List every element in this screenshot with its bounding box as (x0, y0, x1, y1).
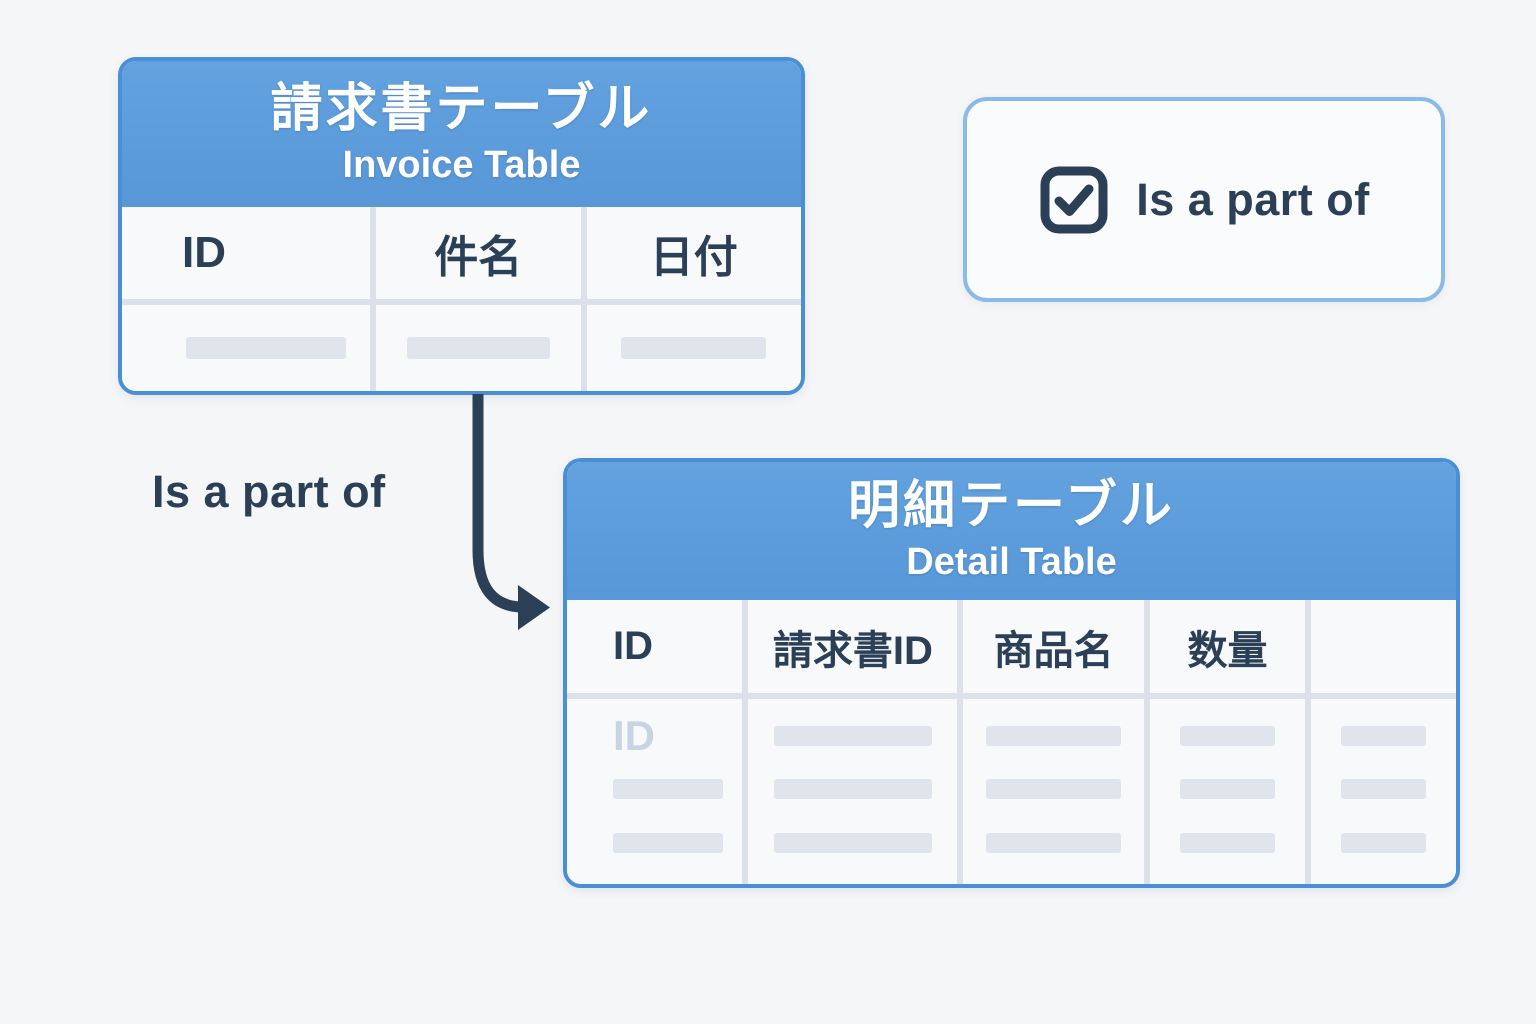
invoice-body-cell (122, 299, 376, 391)
detail-table-card: 明細テーブル Detail Table ID 請求書ID 商品名 数量 ID (563, 458, 1460, 888)
detail-body-cell (1311, 693, 1456, 884)
placeholder-bar (773, 779, 932, 800)
detail-table-title-ja: 明細テーブル (848, 476, 1175, 535)
relationship-label: Is a part of (152, 466, 386, 517)
placeholder-bar (406, 337, 550, 359)
ghost-id-label: ID (613, 711, 655, 759)
invoice-table-grid: ID 件名 日付 (122, 207, 801, 391)
legend-label: Is a part of (1136, 173, 1370, 225)
placeholder-bar (986, 833, 1122, 854)
detail-body-cell (1149, 693, 1312, 884)
placeholder-bar (1180, 833, 1276, 854)
invoice-column-header-id: ID (122, 207, 376, 299)
placeholder-bar (621, 337, 767, 359)
invoice-table-title-ja: 請求書テーブル (270, 79, 653, 138)
placeholder-bar (986, 725, 1122, 746)
relationship-arrow-icon (472, 394, 550, 630)
invoice-table-title-en: Invoice Table (342, 144, 581, 187)
placeholder-bar (613, 833, 723, 854)
placeholder-bar (1180, 779, 1276, 800)
detail-column-header-id: ID (567, 600, 749, 693)
checkbox-checked-icon (1040, 166, 1108, 233)
invoice-column-header-subject: 件名 (376, 207, 587, 299)
detail-table-header: 明細テーブル Detail Table (567, 462, 1456, 600)
placeholder-bar (1341, 833, 1427, 854)
legend-box: Is a part of (963, 97, 1445, 302)
placeholder-bar (1180, 725, 1276, 746)
detail-body-cell (748, 693, 964, 884)
detail-table-title-en: Detail Table (906, 541, 1117, 584)
detail-column-header-product-name: 商品名 (963, 600, 1150, 693)
invoice-body-cell (376, 299, 587, 391)
placeholder-bar (986, 779, 1122, 800)
detail-column-header-quantity: 数量 (1149, 600, 1312, 693)
detail-body-cell (963, 693, 1150, 884)
detail-column-header-empty (1311, 600, 1456, 693)
invoice-table-header: 請求書テーブル Invoice Table (122, 61, 801, 207)
placeholder-bar (1341, 725, 1427, 746)
invoice-table-card: 請求書テーブル Invoice Table ID 件名 日付 (118, 57, 805, 395)
detail-table-grid: ID 請求書ID 商品名 数量 ID (567, 600, 1456, 884)
placeholder-bar (186, 337, 346, 359)
placeholder-bar (613, 779, 723, 800)
detail-column-header-invoice-id: 請求書ID (748, 600, 964, 693)
placeholder-bar (1341, 779, 1427, 800)
placeholder-bar (773, 725, 932, 746)
invoice-column-header-date: 日付 (586, 207, 801, 299)
detail-body-cell: ID (567, 693, 749, 884)
placeholder-bar (773, 833, 932, 854)
invoice-body-cell (586, 299, 801, 391)
